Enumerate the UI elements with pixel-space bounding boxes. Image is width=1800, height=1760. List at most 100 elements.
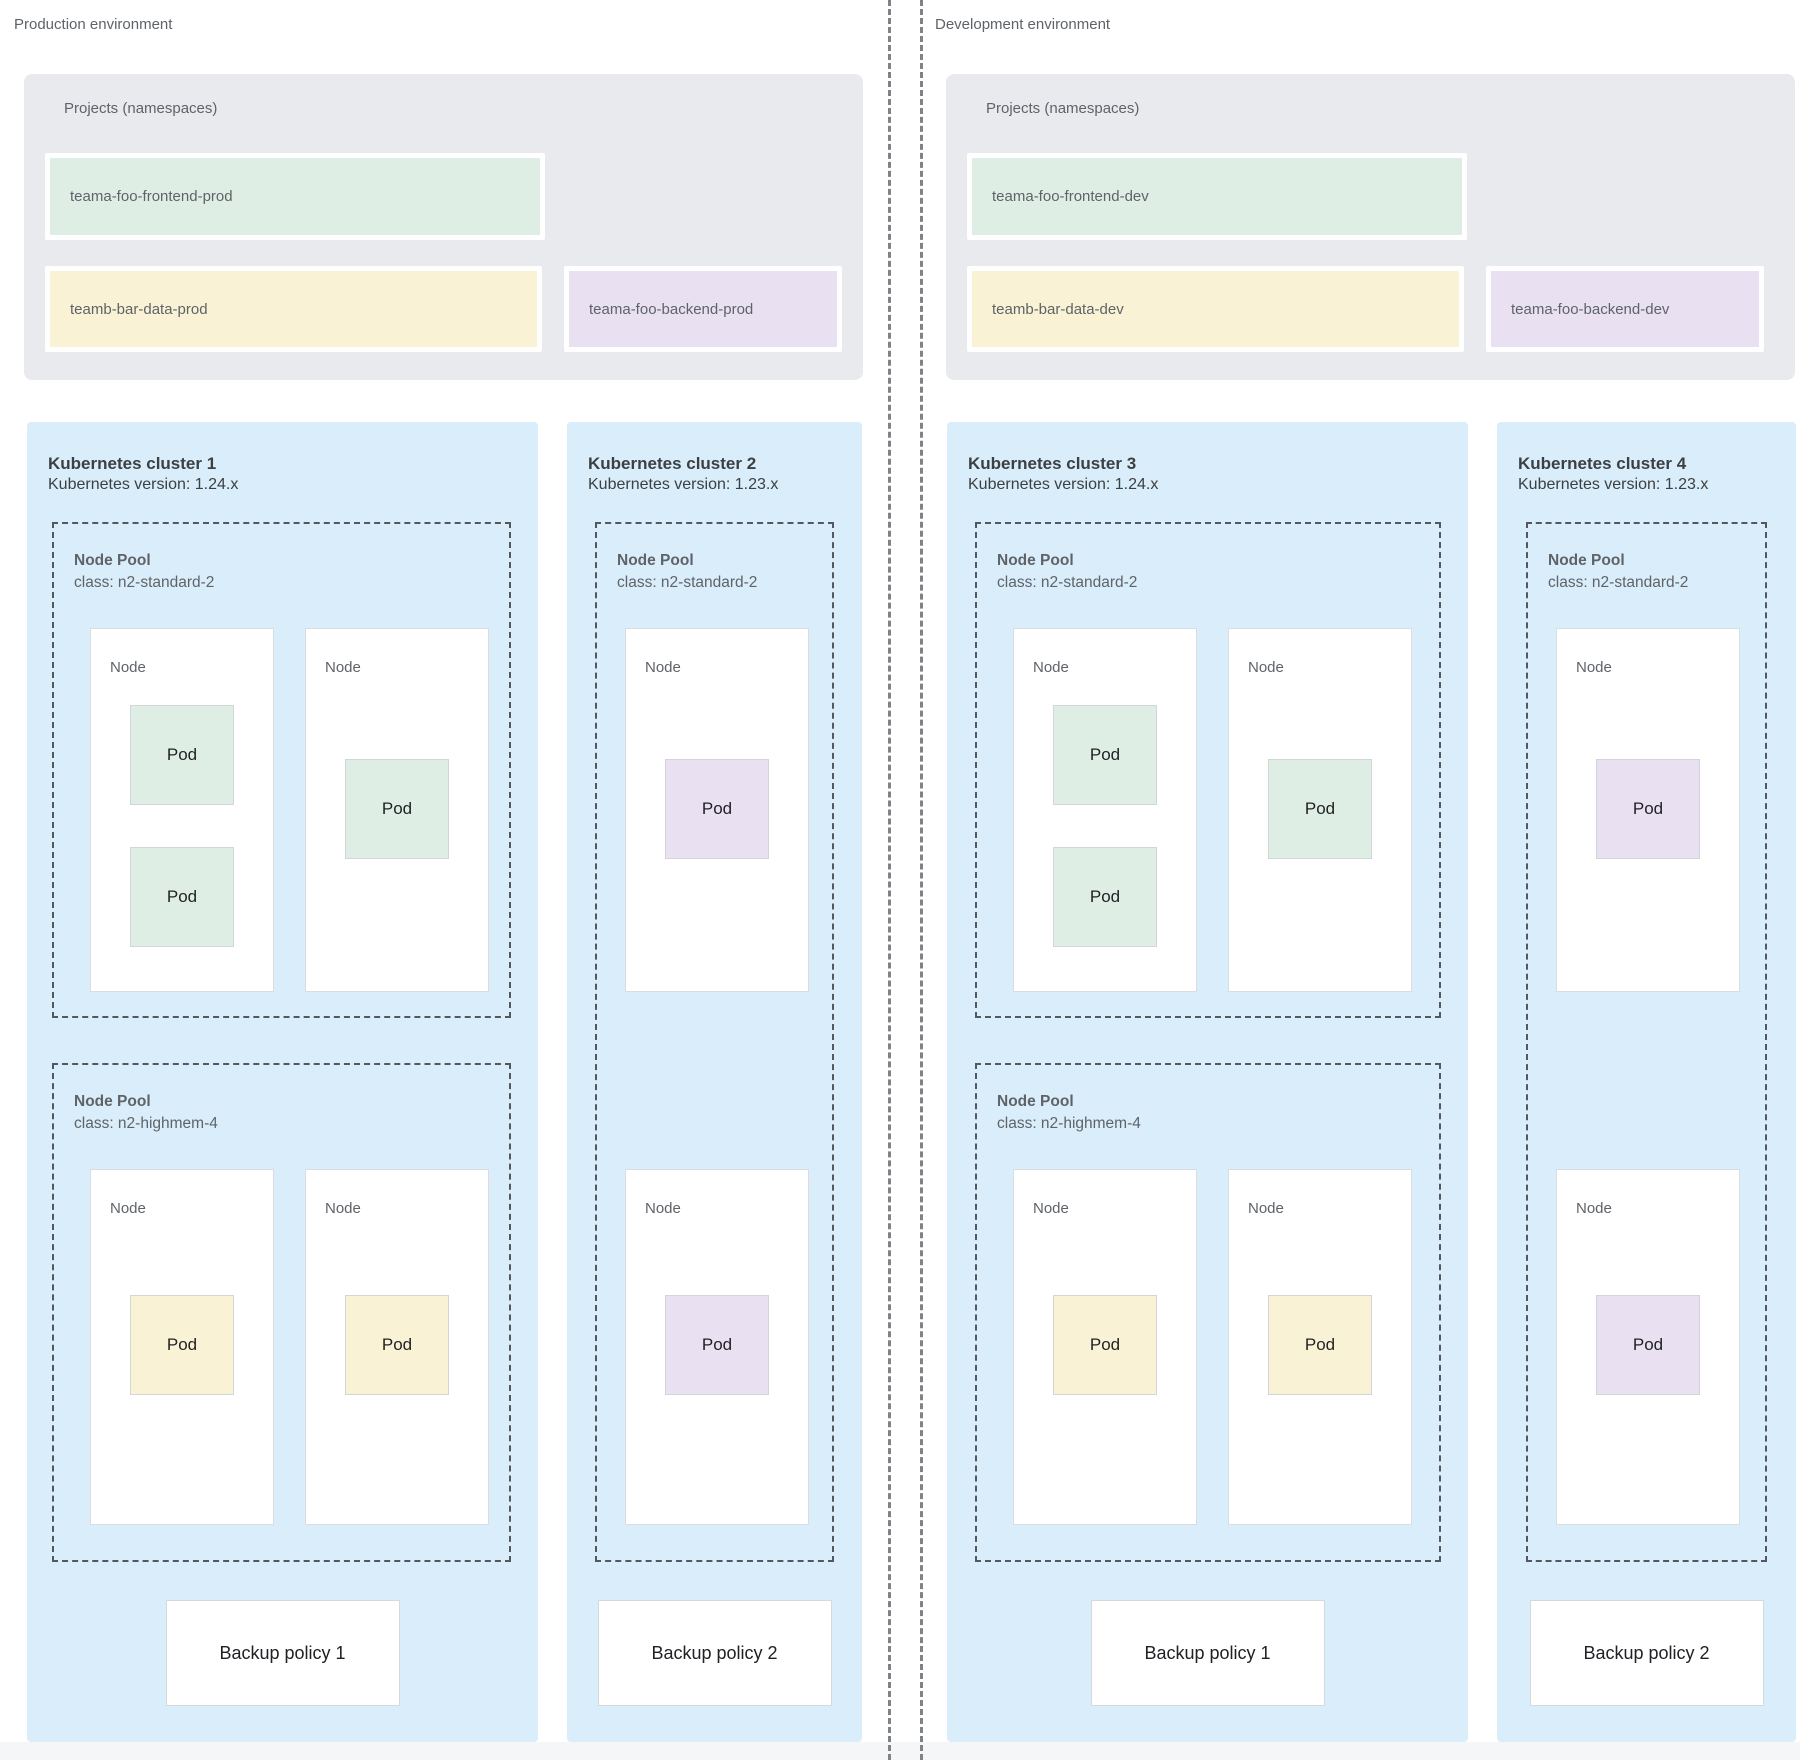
namespace-label: teama-foo-backend-prod (589, 300, 754, 318)
pod: Pod (1596, 1295, 1700, 1395)
namespace-label: teama-foo-frontend-dev (992, 188, 1149, 205)
node-label: Node (325, 1200, 361, 1217)
node: Node Pod (1228, 1169, 1412, 1525)
node-pool-standard: Node Pool class: n2-standard-2 Node Pod … (52, 522, 511, 1018)
node-label: Node (1248, 1200, 1284, 1217)
node-label: Node (325, 659, 361, 676)
node-label: Node (110, 659, 146, 676)
pod: Pod (1268, 1295, 1372, 1395)
node-label: Node (645, 659, 681, 676)
environment-divider-line-left (888, 0, 891, 1760)
node-pool-class: class: n2-highmem-4 (74, 1115, 218, 1132)
cluster-header: Kubernetes cluster 1 Kubernetes version:… (48, 453, 238, 495)
node-pool-label: Node Pool class: n2-standard-2 (997, 550, 1137, 594)
namespace-box-data-prod: teamb-bar-data-prod (45, 266, 542, 352)
kubernetes-cluster-2: Kubernetes cluster 2 Kubernetes version:… (567, 422, 862, 1742)
node-label: Node (645, 1200, 681, 1217)
node-pool-standard: Node Pool class: n2-standard-2 Node Pod … (1526, 522, 1767, 1562)
cluster-version: Kubernetes version: 1.23.x (1518, 476, 1709, 493)
node-label: Node (1033, 1200, 1069, 1217)
cluster-title: Kubernetes cluster 3 (968, 454, 1137, 473)
backup-policy-box: Backup policy 1 (165, 1600, 400, 1706)
node-pool-label: Node Pool class: n2-standard-2 (74, 550, 214, 594)
pod: Pod (130, 847, 234, 947)
node-label: Node (1576, 1200, 1612, 1217)
node-pool-class: class: n2-standard-2 (1548, 574, 1689, 591)
namespace-box-frontend-dev: teama-foo-frontend-dev (967, 153, 1467, 240)
node-pool-label: Node Pool class: n2-highmem-4 (74, 1091, 218, 1135)
node-label: Node (110, 1200, 146, 1217)
node: Node Pod (305, 628, 489, 992)
projects-title: Projects (namespaces) (986, 100, 1140, 117)
backup-policy-box: Backup policy 1 (1090, 1600, 1325, 1706)
namespace-box-frontend-prod: teama-foo-frontend-prod (45, 153, 545, 240)
node: Node Pod (1556, 1169, 1740, 1525)
namespace-box-backend-prod: teama-foo-backend-prod (564, 266, 842, 352)
node-pool-name: Node Pool (74, 552, 151, 569)
projects-title: Projects (namespaces) (64, 100, 218, 117)
node-pool-name: Node Pool (997, 1093, 1074, 1110)
node-pool-class: class: n2-standard-2 (997, 574, 1138, 591)
node-pool-name: Node Pool (617, 552, 694, 569)
node: Node Pod (1013, 1169, 1197, 1525)
backup-policy-box: Backup policy 2 (1529, 1600, 1764, 1706)
cluster-version: Kubernetes version: 1.24.x (48, 476, 239, 493)
node-pool-label: Node Pool class: n2-highmem-4 (997, 1091, 1141, 1135)
cluster-version: Kubernetes version: 1.24.x (968, 476, 1159, 493)
node-pool-label: Node Pool class: n2-standard-2 (617, 550, 757, 594)
development-projects-box: Projects (namespaces) teama-foo-frontend… (946, 74, 1795, 380)
node-label: Node (1576, 659, 1612, 676)
cluster-version: Kubernetes version: 1.23.x (588, 476, 779, 493)
kubernetes-cluster-1: Kubernetes cluster 1 Kubernetes version:… (27, 422, 538, 1742)
node: Node Pod (90, 1169, 274, 1525)
production-projects-box: Projects (namespaces) teama-foo-frontend… (24, 74, 863, 380)
environment-divider-line-right (920, 0, 923, 1760)
cluster-title: Kubernetes cluster 1 (48, 454, 217, 473)
cluster-title: Kubernetes cluster 4 (1518, 454, 1687, 473)
pod: Pod (130, 1295, 234, 1395)
node-pool-highmem: Node Pool class: n2-highmem-4 Node Pod N… (975, 1063, 1441, 1562)
node-pool-class: class: n2-standard-2 (74, 574, 215, 591)
node-pool-name: Node Pool (1548, 552, 1625, 569)
node-label: Node (1033, 659, 1069, 676)
node: Node Pod (305, 1169, 489, 1525)
kubernetes-cluster-3: Kubernetes cluster 3 Kubernetes version:… (947, 422, 1468, 1742)
pod: Pod (1596, 759, 1700, 859)
kubernetes-cluster-4: Kubernetes cluster 4 Kubernetes version:… (1497, 422, 1796, 1742)
node: Node Pod Pod (90, 628, 274, 992)
pod: Pod (1053, 705, 1157, 805)
cluster-header: Kubernetes cluster 3 Kubernetes version:… (968, 453, 1158, 495)
pod: Pod (1053, 847, 1157, 947)
pod: Pod (345, 759, 449, 859)
namespace-box-data-dev: teamb-bar-data-dev (967, 266, 1464, 352)
node-pool-name: Node Pool (74, 1093, 151, 1110)
namespace-label: teamb-bar-data-prod (70, 300, 208, 318)
node: Node Pod Pod (1013, 628, 1197, 992)
cluster-header: Kubernetes cluster 4 Kubernetes version:… (1518, 453, 1708, 495)
pod: Pod (665, 1295, 769, 1395)
node-pool-class: class: n2-standard-2 (617, 574, 758, 591)
pod: Pod (345, 1295, 449, 1395)
node-label: Node (1248, 659, 1284, 676)
development-environment-label: Development environment (935, 16, 1111, 33)
node: Node Pod (625, 1169, 809, 1525)
node-pool-highmem: Node Pool class: n2-highmem-4 Node Pod N… (52, 1063, 511, 1562)
pod: Pod (1053, 1295, 1157, 1395)
node: Node Pod (625, 628, 809, 992)
node-pool-standard: Node Pool class: n2-standard-2 Node Pod … (975, 522, 1441, 1018)
page-bottom-strip (0, 1742, 1800, 1760)
namespace-box-backend-dev: teama-foo-backend-dev (1486, 266, 1764, 352)
namespace-label: teamb-bar-data-dev (992, 300, 1124, 318)
pod: Pod (130, 705, 234, 805)
cluster-header: Kubernetes cluster 2 Kubernetes version:… (588, 453, 778, 495)
production-environment-label: Production environment (14, 16, 173, 33)
pod: Pod (1268, 759, 1372, 859)
pod: Pod (665, 759, 769, 859)
backup-policy-box: Backup policy 2 (597, 1600, 832, 1706)
namespace-label: teama-foo-frontend-prod (70, 188, 233, 205)
node: Node Pod (1228, 628, 1412, 992)
node-pool-standard: Node Pool class: n2-standard-2 Node Pod … (595, 522, 834, 1562)
node-pool-class: class: n2-highmem-4 (997, 1115, 1141, 1132)
namespace-label: teama-foo-backend-dev (1511, 300, 1670, 318)
